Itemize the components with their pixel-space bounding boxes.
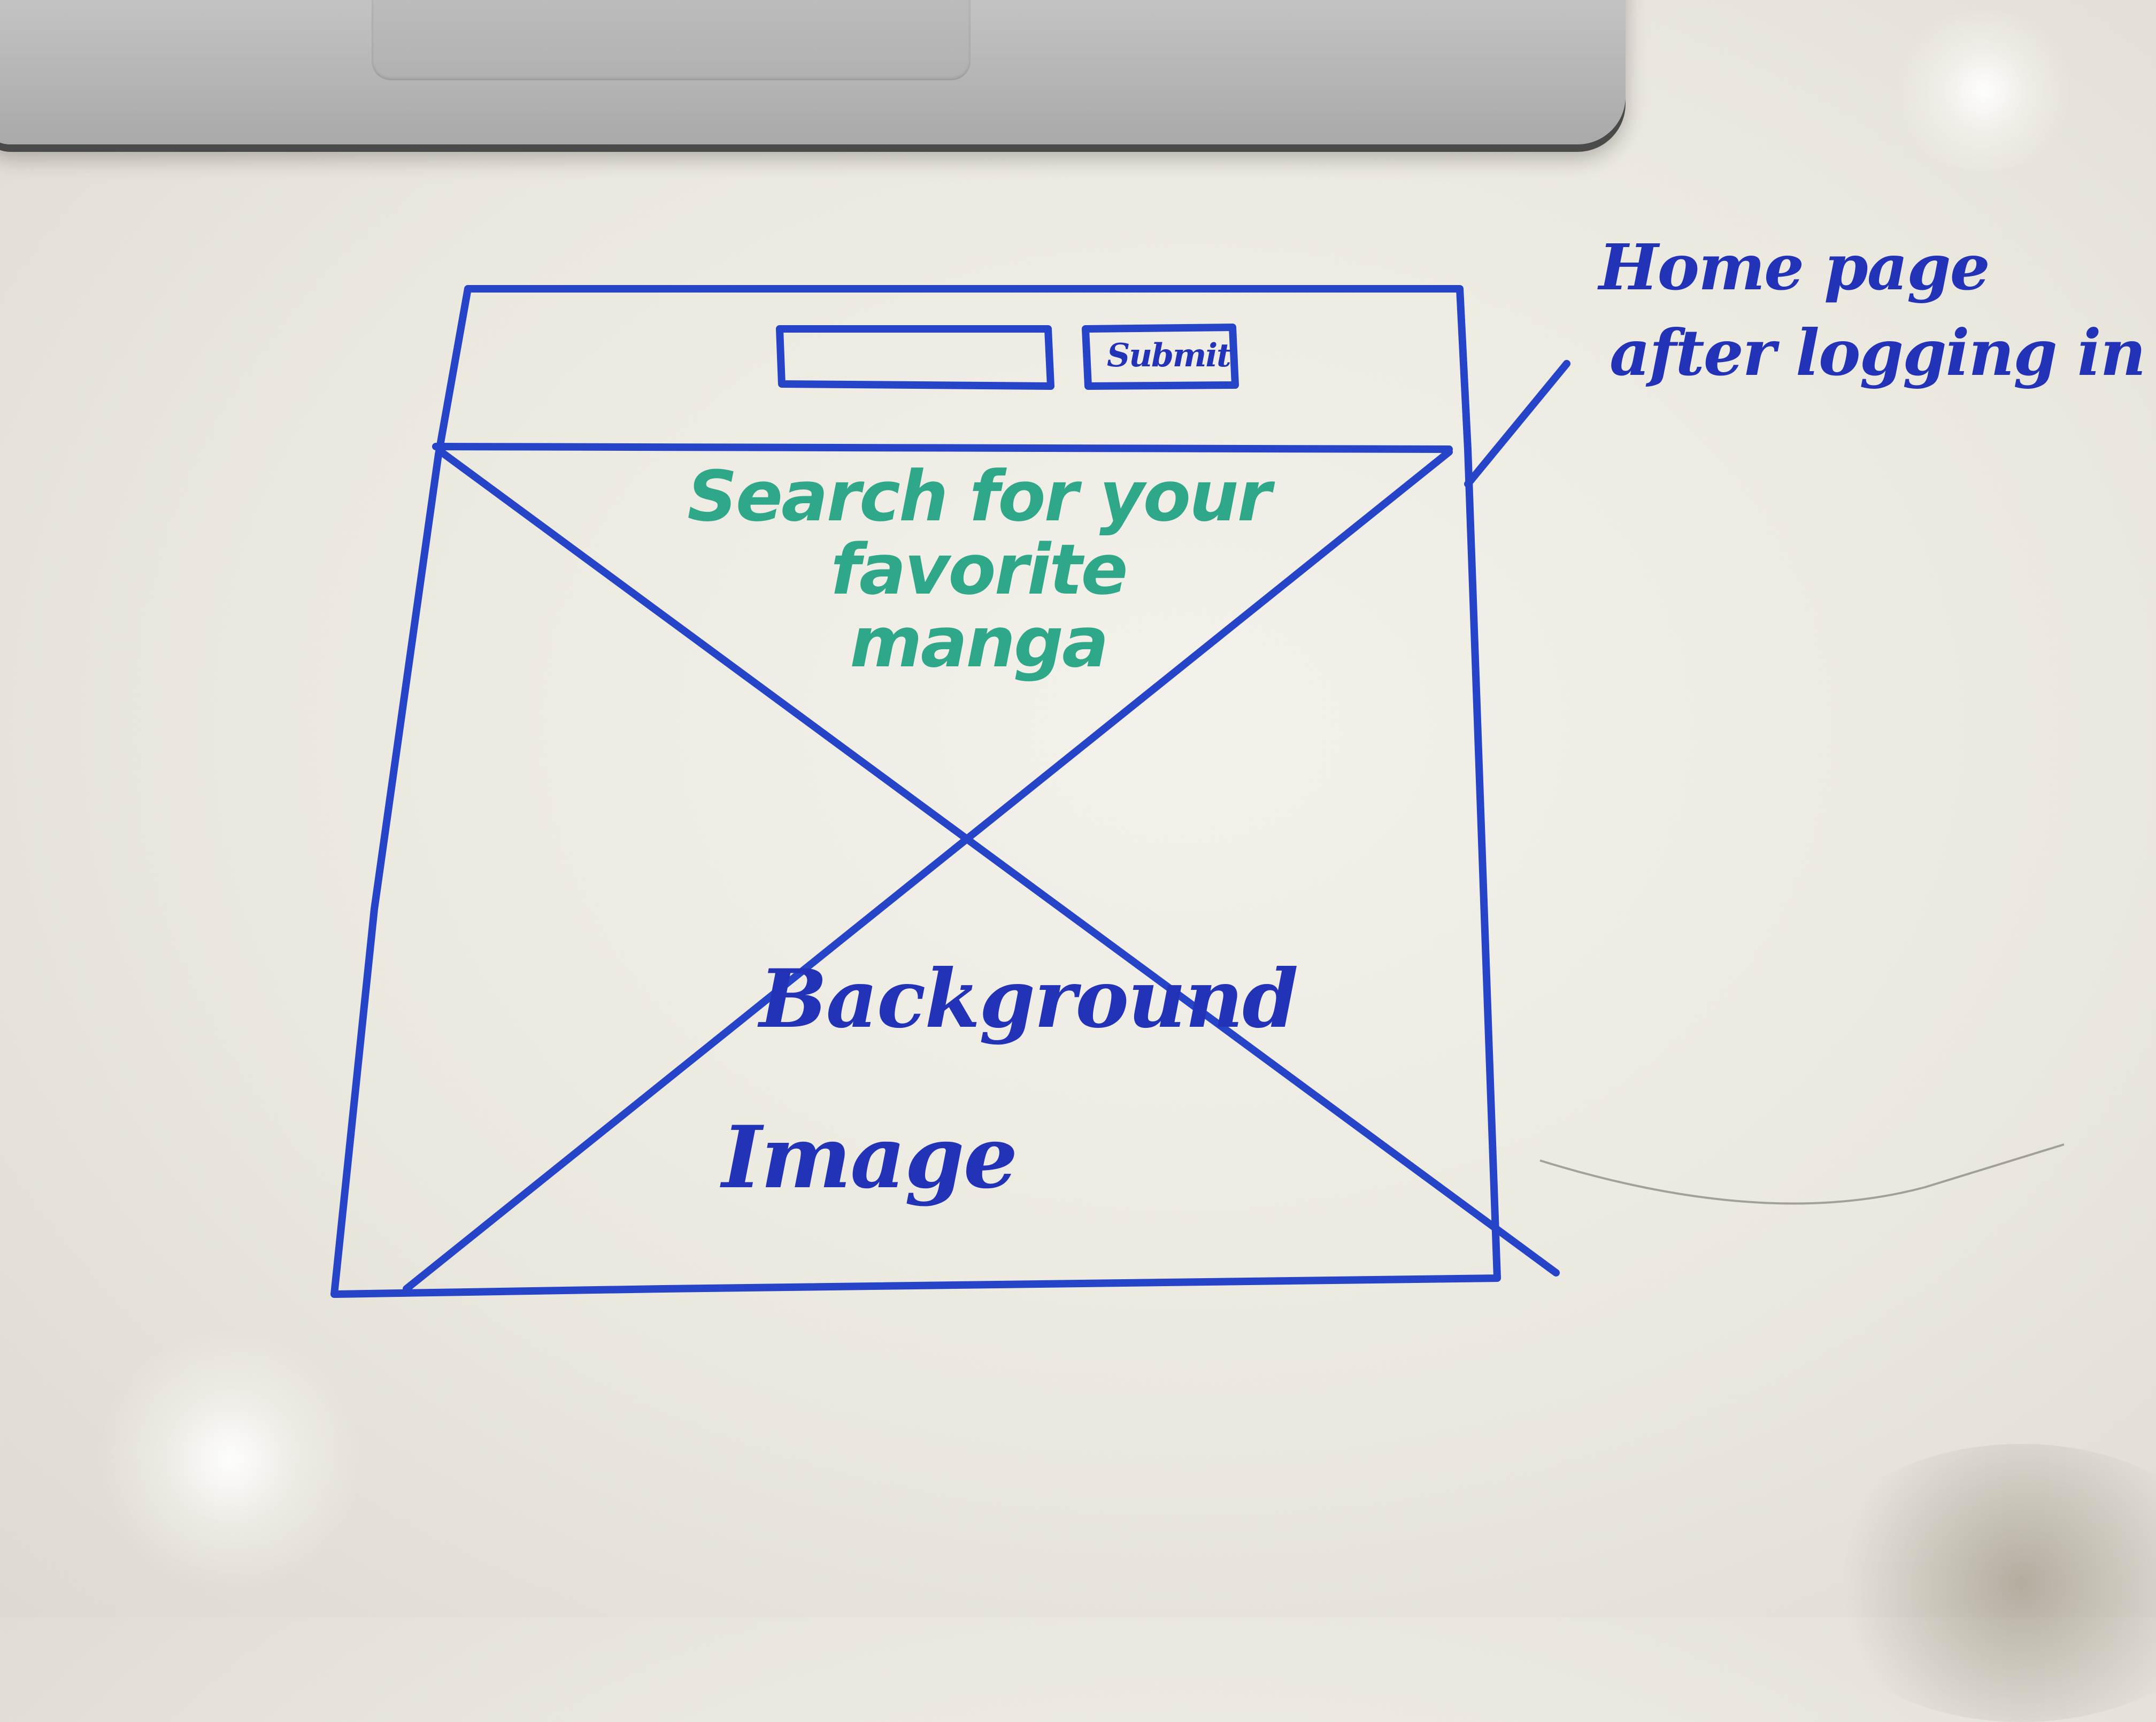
- search-input-box: [776, 325, 1054, 390]
- submit-button-label: Submit: [1107, 337, 1231, 374]
- annotation-line-1: Home page: [1599, 230, 1990, 304]
- wireframe-sketch: [330, 285, 2065, 1298]
- submit-button-box: [1082, 324, 1239, 390]
- annotation-line-2: after logging in: [1610, 316, 2146, 390]
- light-glare-1: [1888, 11, 2080, 171]
- placeholder-cross-2: [403, 448, 1453, 1293]
- headline-line-2: favorite: [830, 528, 1128, 610]
- smudge-line: [1539, 1143, 2065, 1205]
- light-glare-2: [91, 1332, 369, 1588]
- background-label-word-2: Image: [722, 1107, 1018, 1208]
- headline-line-1: Search for your: [687, 456, 1271, 537]
- header-divider: [432, 443, 1453, 453]
- headline-text: Search for your favorite manga: [631, 460, 1326, 679]
- placeholder-cross-1: [437, 448, 1560, 1277]
- background-label-word-1: Background: [759, 952, 1298, 1046]
- page-frame: [330, 285, 1501, 1298]
- laptop-edge: [0, 0, 1626, 144]
- laptop-trackpad: [372, 0, 971, 80]
- headline-line-3: manga: [850, 602, 1109, 683]
- annotation-leader-line: [1464, 360, 1570, 488]
